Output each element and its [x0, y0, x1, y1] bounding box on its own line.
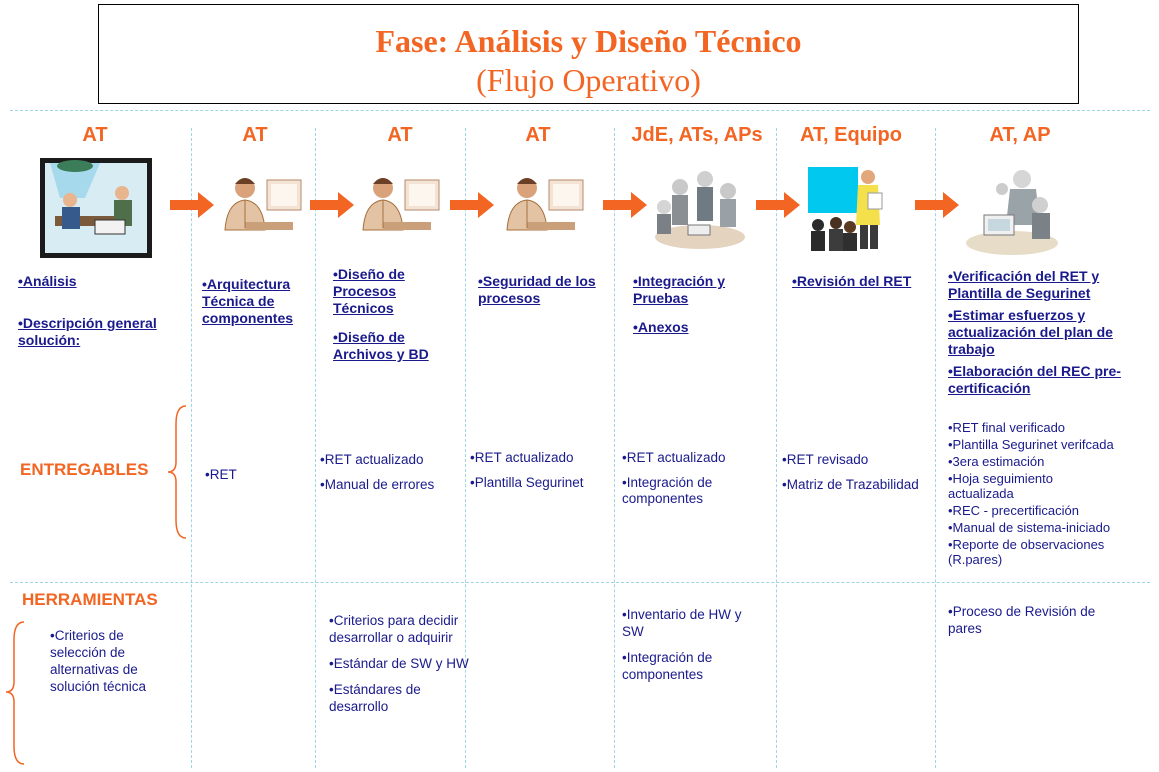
activity-link[interactable]: •Diseño de Archivos y BD [333, 329, 429, 362]
activities-col-5: •Integración y Pruebas •Anexos [633, 273, 768, 348]
tools-col-1: •Criterios de selección de alternativas … [50, 627, 180, 704]
role-col-5: JdE, ATs, APs [631, 124, 763, 146]
man-at-computer-clipart [224, 178, 302, 231]
activities-col-4: •Seguridad de los procesos [478, 273, 603, 319]
team-meeting-clipart [655, 171, 745, 249]
divider-top [10, 110, 1150, 111]
two-people-at-computer-clipart [966, 170, 1058, 255]
deliverable-item: •Plantilla Segurinet verifcada [948, 437, 1114, 452]
deliverable-item: •REC - precertificación [948, 503, 1079, 518]
column-divider [776, 128, 777, 768]
column-divider [315, 128, 316, 768]
arrow-right-icon [170, 192, 214, 218]
page-title: Fase: Análisis y Diseño Técnico [375, 23, 802, 59]
role-col-3: AT [387, 124, 413, 146]
tool-item: •Integración de componentes [622, 650, 713, 682]
column-divider [191, 128, 192, 768]
tools-col-7: •Proceso de Revisión de pares [948, 603, 1128, 646]
presentation-clipart [808, 167, 883, 251]
tool-item: •Estándar de SW y HW [329, 656, 469, 671]
tool-item: •Estándares de desarrollo [329, 682, 421, 714]
arrow-right-icon [756, 192, 800, 218]
arrow-right-icon [310, 192, 354, 218]
deliverables-col-3: •RET actualizado •Manual de errores [320, 452, 465, 502]
deliverable-item: •RET actualizado [622, 450, 726, 465]
activity-link[interactable]: •Elaboración del REC pre-certificación [948, 363, 1121, 396]
column-divider [465, 128, 466, 768]
activities-col-2: •Arquitectura Técnica de componentes [202, 276, 314, 339]
deliverable-item: •3era estimación [948, 454, 1045, 469]
tool-item: •Criterios para decidir desarrollar o ad… [329, 613, 459, 645]
activities-col-7: •Verificación del RET y Plantilla de Seg… [948, 268, 1153, 402]
deliverables-col-5: •RET actualizado •Integración de compone… [622, 450, 767, 516]
deliverable-item: •RET [205, 467, 237, 482]
man-at-computer-clipart [362, 178, 440, 231]
activity-link[interactable]: •Anexos [633, 319, 689, 335]
deliverable-item: •RET final verificado [948, 420, 1066, 435]
arrow-right-icon [603, 192, 647, 218]
role-col-4: AT [525, 124, 551, 146]
tools-col-5: •Inventario de HW y SW •Integración de c… [622, 606, 762, 692]
deliverable-item: •Manual de errores [320, 477, 435, 492]
activity-link[interactable]: •Revisión del RET [792, 273, 912, 289]
office-meeting-clipart [40, 158, 152, 258]
deliverables-col-2: •RET [205, 467, 305, 492]
deliverables-col-4: •RET actualizado •Plantilla Segurinet [470, 450, 615, 500]
activity-link[interactable]: •Integración y Pruebas [633, 273, 726, 306]
activities-col-1: •Análisis •Descripción general solución: [18, 273, 188, 361]
deliverable-item: •Plantilla Segurinet [470, 475, 584, 490]
deliverable-item: •Integración de componentes [622, 475, 713, 506]
deliverable-item: •RET revisado [782, 452, 869, 467]
activity-link[interactable]: •Descripción general solución: [18, 315, 157, 348]
tool-item: •Proceso de Revisión de pares [948, 604, 1096, 636]
column-divider [935, 128, 936, 768]
brace-icon [167, 405, 187, 539]
tools-label: HERRAMIENTAS [22, 590, 158, 609]
tool-item: •Criterios de selección de alternativas … [50, 628, 147, 694]
arrow-right-icon [915, 192, 959, 218]
activity-link[interactable]: •Estimar esfuerzos y actualización del p… [948, 307, 1113, 357]
activity-link[interactable]: •Diseño de Procesos Técnicos [333, 266, 405, 316]
activity-link[interactable]: •Seguridad de los procesos [478, 273, 596, 306]
role-col-7: AT, AP [989, 124, 1051, 146]
activity-link[interactable]: •Análisis [18, 273, 77, 289]
brace-icon [5, 621, 25, 765]
activity-link[interactable]: •Arquitectura Técnica de componentes [202, 276, 294, 326]
activity-link[interactable]: •Verificación del RET y Plantilla de Seg… [948, 268, 1100, 301]
title-box: Fase: Análisis y Diseño Técnico (Flujo O… [98, 4, 1079, 104]
divider-tools [10, 582, 1150, 583]
role-col-2: AT [242, 124, 268, 146]
deliverables-col-6: •RET revisado •Matriz de Trazabilidad [782, 452, 937, 502]
deliverable-item: •Reporte de observaciones (R.pares) [948, 537, 1105, 567]
deliverable-item: •RET actualizado [320, 452, 424, 467]
activities-col-3: •Diseño de Procesos Técnicos •Diseño de … [333, 266, 458, 375]
tools-col-3: •Criterios para decidir desarrollar o ad… [329, 612, 474, 724]
deliverable-item: •Hoja seguimiento actualizada [948, 471, 1053, 501]
page-subtitle: (Flujo Operativo) [476, 62, 701, 98]
role-col-1: AT [82, 124, 108, 146]
deliverable-item: •Manual de sistema-iniciado [948, 520, 1111, 535]
column-divider [614, 128, 615, 768]
deliverables-label: ENTREGABLES [20, 460, 149, 479]
activities-col-6: •Revisión del RET [792, 273, 932, 302]
deliverable-item: •RET actualizado [470, 450, 574, 465]
deliverable-item: •Matriz de Trazabilidad [782, 477, 919, 492]
arrow-right-icon [450, 192, 494, 218]
man-at-computer-clipart [506, 178, 584, 231]
tool-item: •Inventario de HW y SW [622, 607, 742, 639]
deliverables-col-7: •RET final verificado •Plantilla Segurin… [948, 420, 1153, 569]
role-col-6: AT, Equipo [800, 124, 902, 146]
